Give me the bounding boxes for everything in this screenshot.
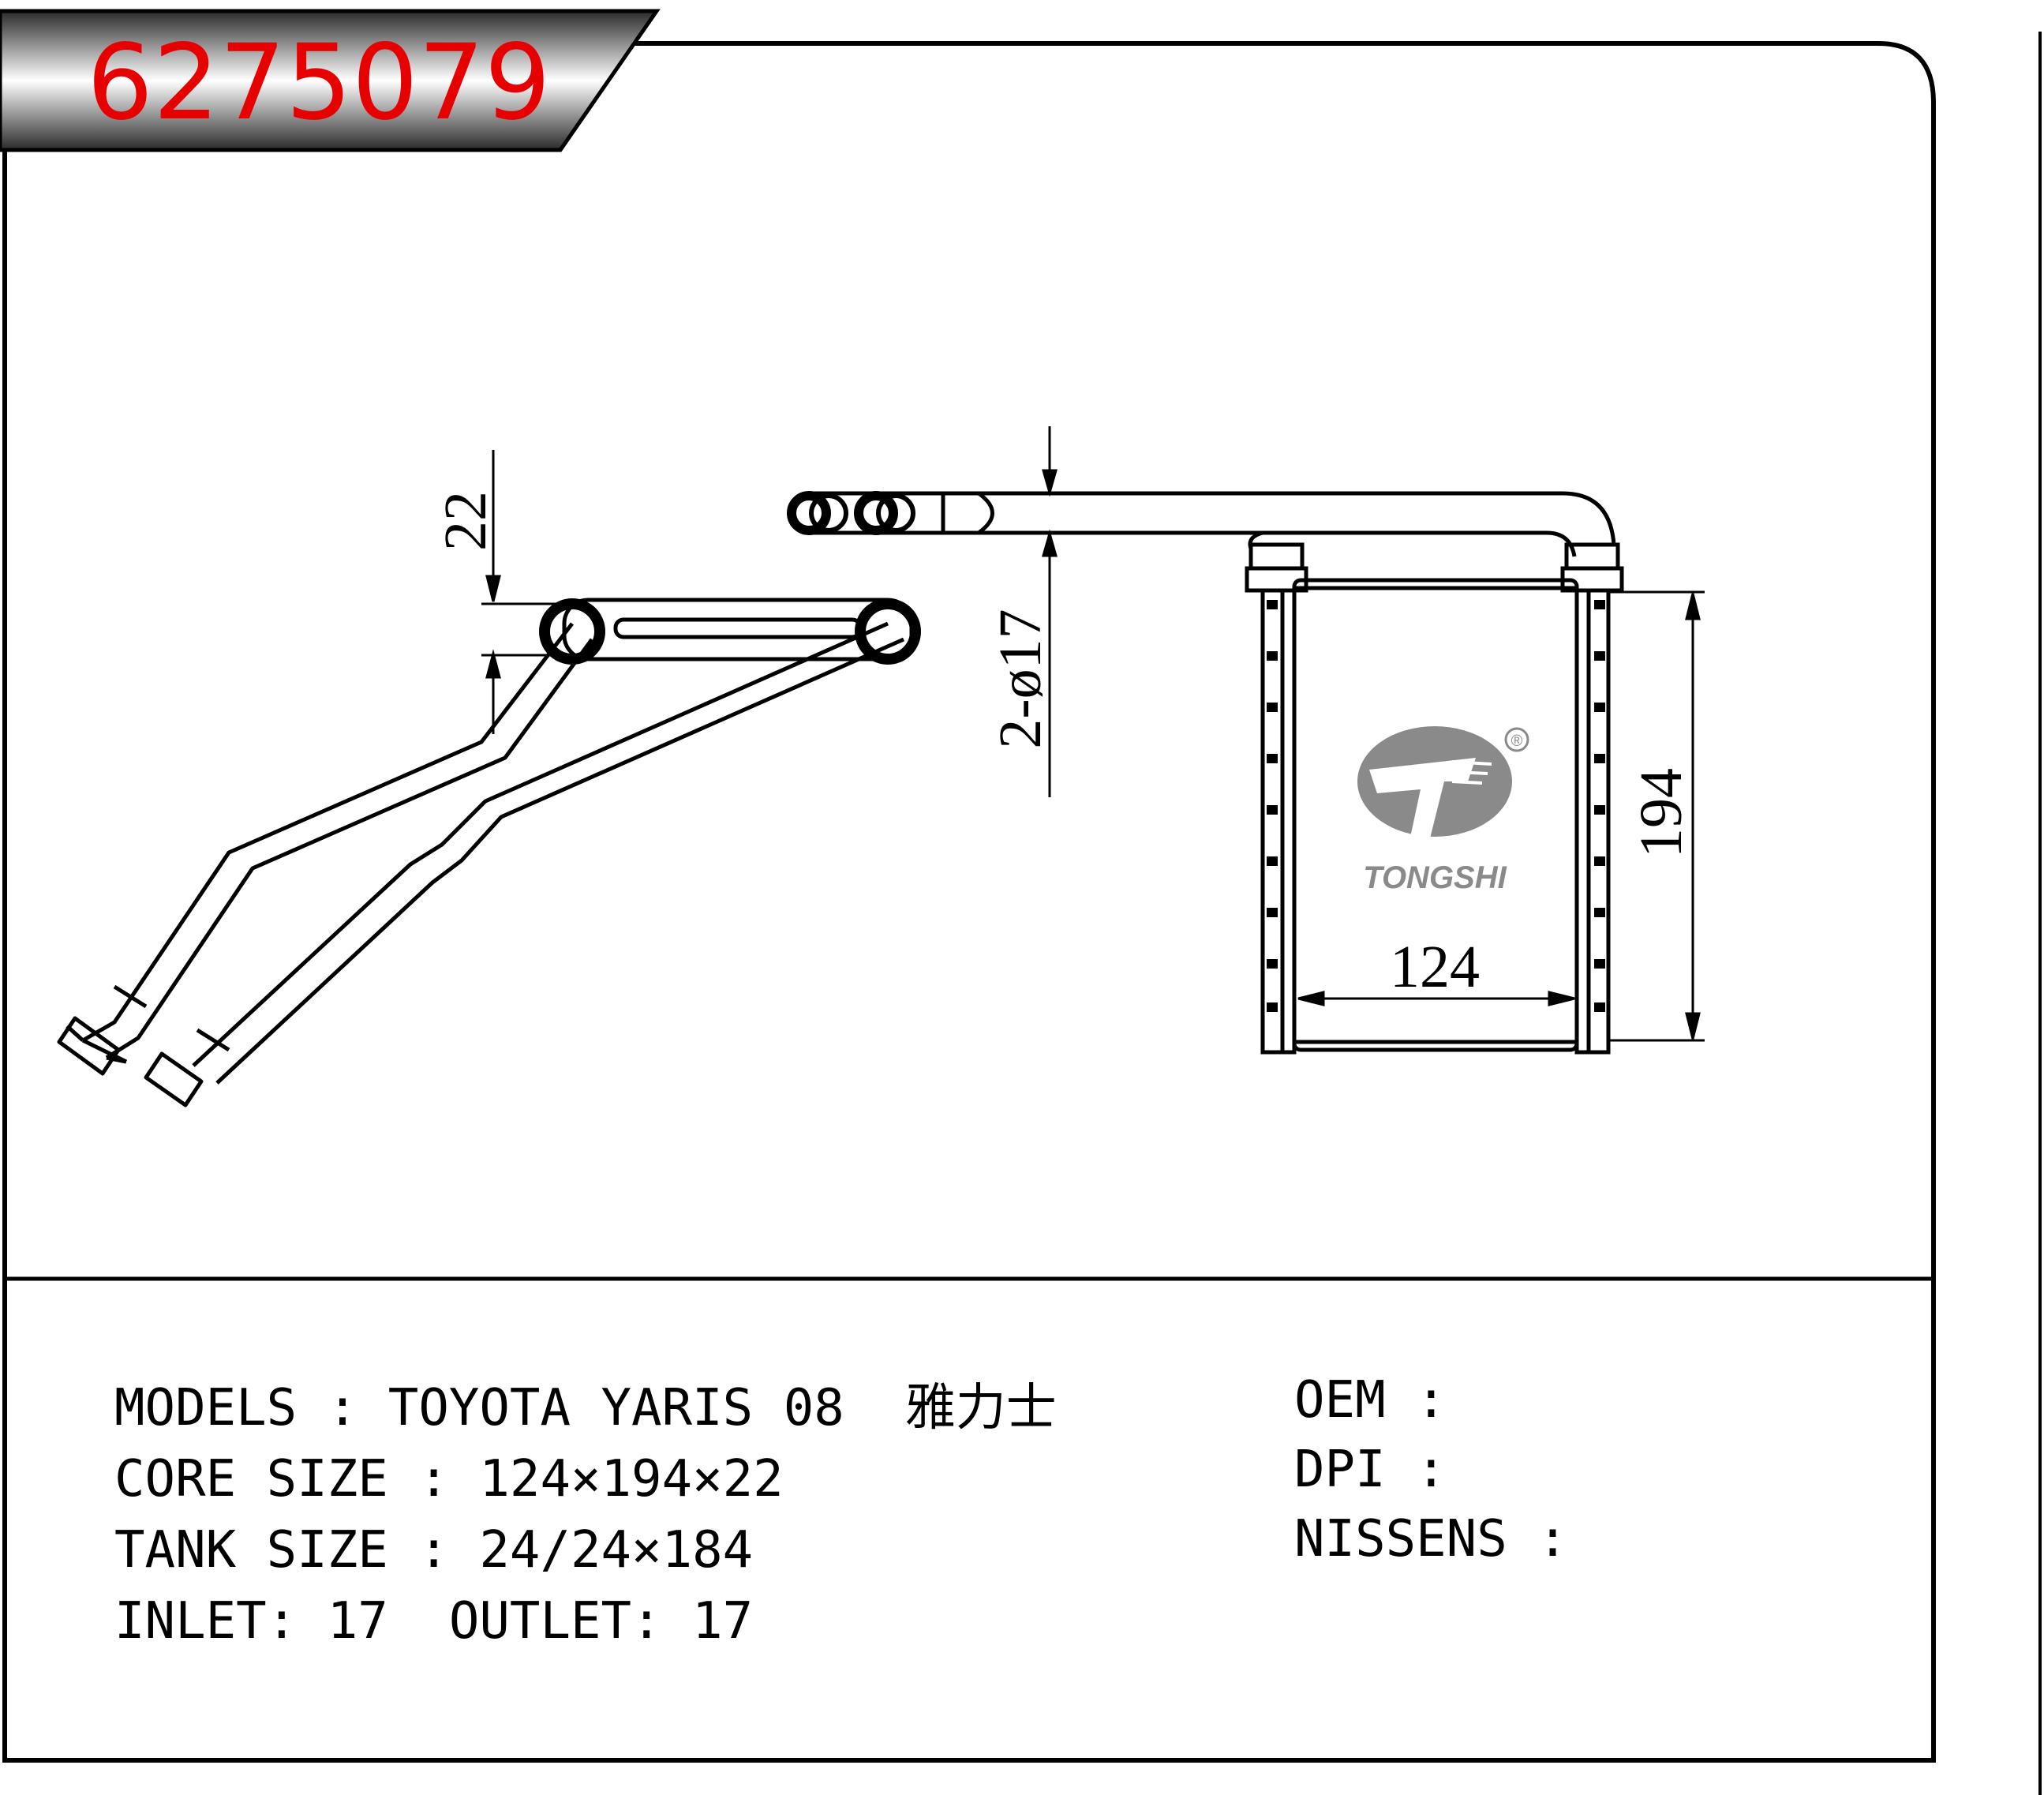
tank-label: TANK SIZE — [114, 1521, 388, 1580]
svg-text:®: ® — [1511, 733, 1523, 750]
inlet-value: 17 — [327, 1592, 388, 1651]
tank-value: 24/24×184 — [479, 1521, 754, 1580]
dpi-label: DPI — [1294, 1441, 1386, 1499]
dimension-124 — [1297, 991, 1575, 1006]
core-label: CORE SIZE — [114, 1450, 388, 1508]
dim-pipe-label: 2-ø17 — [987, 609, 1054, 748]
dpi-separator: : — [1416, 1441, 1447, 1499]
oem-separator: : — [1416, 1371, 1447, 1430]
models-cn: 雅力士 — [904, 1379, 1057, 1437]
spec-oem-row: OEM : — [1294, 1366, 1447, 1435]
outlet-label: OUTLET: — [448, 1592, 662, 1651]
part-code: 6275079 — [87, 22, 551, 144]
tank-dots — [1267, 600, 1605, 1012]
inlet-label: INLET: — [114, 1592, 298, 1651]
code-banner — [0, 9, 661, 152]
models-value: TOYOTA YARIS 08 — [387, 1379, 844, 1437]
dim-width-label: 124 — [1390, 934, 1480, 1000]
front-view-core — [1245, 542, 1624, 1055]
spec-inlet-outlet-row: INLET: 17 OUTLET: 17 — [114, 1587, 753, 1656]
oem-label: OEM — [1294, 1371, 1386, 1430]
nissens-label: NISSENS — [1294, 1510, 1507, 1568]
svg-text:TONGSHI: TONGSHI — [1363, 860, 1507, 895]
sheet-border — [2, 41, 1936, 1763]
spec-dpi-row: DPI : — [1294, 1435, 1447, 1505]
front-view-top-pipe — [787, 491, 1616, 557]
dimension-22 — [481, 450, 572, 734]
spec-tank-row: TANK SIZE : 24/24×184 — [114, 1516, 753, 1585]
models-separator: : — [327, 1379, 358, 1437]
dimension-pipe — [1042, 426, 1058, 797]
dim-thickness-label: 22 — [432, 491, 499, 551]
spec-core-row: CORE SIZE : 124×194×22 — [114, 1445, 784, 1514]
core-value: 124×194×22 — [479, 1450, 784, 1508]
spec-models-row: MODELS : TOYOTA YARIS 08 雅力士 — [114, 1373, 1057, 1443]
outlet-value: 17 — [692, 1592, 754, 1651]
spec-nissens-row: NISSENS : — [1294, 1505, 1568, 1574]
dimension-194 — [1610, 590, 1705, 1042]
dim-height-label: 194 — [1628, 768, 1694, 858]
core-separator: : — [418, 1450, 449, 1508]
nissens-separator: : — [1537, 1510, 1568, 1568]
tongshi-logo: ® TONGSHI — [1357, 726, 1529, 895]
models-label: MODELS — [114, 1379, 298, 1437]
tank-separator: : — [418, 1521, 449, 1580]
